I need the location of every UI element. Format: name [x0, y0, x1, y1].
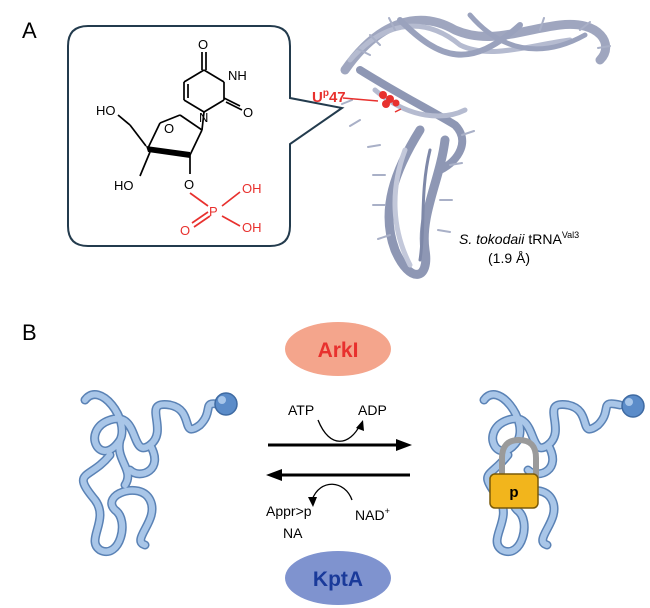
callout-box [67, 25, 345, 247]
atom-oh-2: OH [242, 220, 262, 235]
ring-bold-edge [146, 146, 190, 158]
panel-a-label: A [22, 18, 37, 43]
atom-o-ring: O [164, 121, 174, 136]
na-label: NA [283, 525, 303, 541]
atom-o-dbl: O [180, 223, 190, 238]
site-label-main: U [312, 89, 323, 106]
atom-nh: NH [228, 68, 247, 83]
nad-label: NAD+ [355, 506, 390, 523]
padlock-icon: p [489, 436, 539, 509]
trna-3d-structure [340, 12, 611, 279]
forward-arrow [268, 439, 412, 451]
kpta-ellipse [285, 551, 391, 605]
svg-text:Up47: Up47 [312, 88, 346, 106]
resolution-label: (1.9 Å) [488, 250, 530, 266]
trna-superscript: Val3 [562, 230, 579, 240]
site-label-sup: p [323, 88, 329, 99]
atom-n: N [199, 110, 208, 125]
appr-label: Appr>p [266, 503, 312, 519]
atom-oh-1: OH [242, 181, 262, 196]
atom-o-2p: O [184, 177, 194, 192]
nad-appr-curve [311, 483, 353, 501]
nad-appr-arrowhead [308, 497, 317, 507]
padlock-label: p [509, 484, 518, 501]
site-label-num: 47 [329, 89, 346, 106]
kpta-label: KptA [313, 568, 363, 591]
trna-name: tRNA [528, 231, 562, 247]
atp-label: ATP [288, 402, 314, 418]
atp-adp-curve [317, 419, 361, 442]
nucleoside-structure [117, 52, 243, 177]
atom-ho-top: HO [96, 103, 116, 118]
panel-b-label: B [22, 320, 37, 345]
up47-site: Up47 [312, 88, 402, 113]
arki-ellipse [285, 322, 391, 376]
atom-o-right: O [243, 105, 253, 120]
atp-adp-arrowhead [356, 420, 364, 431]
trna-cartoon-unmodified [78, 390, 238, 557]
atom-p: P [209, 204, 218, 219]
atom-ho-bottom: HO [114, 178, 134, 193]
reverse-arrow [266, 469, 410, 481]
atom-o-top: O [198, 37, 208, 52]
adp-label: ADP [358, 402, 387, 418]
species-name: S. tokodaii [459, 231, 525, 247]
phosphate-group [189, 191, 241, 228]
arki-label: ArkI [318, 339, 359, 362]
trna-cartoon-phosphorylated [479, 390, 645, 557]
